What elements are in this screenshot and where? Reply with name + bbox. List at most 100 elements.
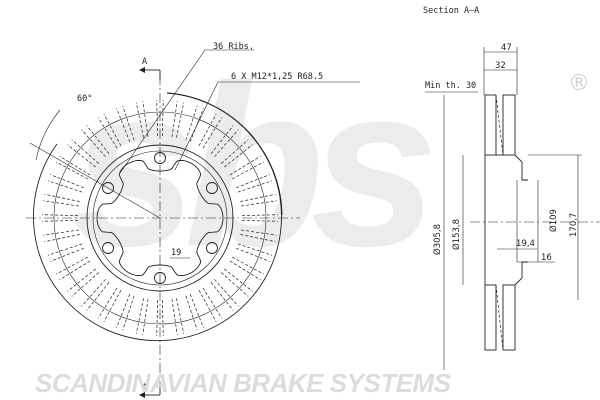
rib-line <box>103 114 122 147</box>
rib-line <box>135 298 144 334</box>
hat-profile-top <box>514 154 528 181</box>
rib-line <box>189 108 204 142</box>
rib-line <box>44 234 80 243</box>
rib-line <box>198 289 217 322</box>
dim-disc-thickness: 32 <box>495 61 506 71</box>
rib-line <box>56 161 89 180</box>
section-arrow-bottom-head <box>139 392 145 398</box>
hat-profile-bottom <box>514 261 528 286</box>
rib-line <box>221 272 249 297</box>
rib-group <box>42 100 278 336</box>
rib-line <box>241 229 277 236</box>
rib-line <box>43 200 79 207</box>
rib-line <box>71 139 99 164</box>
rib-line <box>236 174 270 189</box>
hub-star-outline <box>96 159 224 277</box>
disc-plate-outer-top <box>484 94 497 156</box>
disc-plate-inner-bottom <box>502 284 516 351</box>
rib-line <box>86 282 110 311</box>
inner-dim-label: 19 <box>171 248 181 258</box>
rib-line <box>176 102 185 138</box>
rib-line <box>210 282 234 311</box>
angle-leg <box>29 142 161 219</box>
bolt-label: 6 X M12*1,25 R68.5 <box>231 72 323 82</box>
rib-line <box>229 155 261 176</box>
rib-line <box>67 144 96 168</box>
rib-line <box>116 294 131 328</box>
angle-arc <box>35 109 61 161</box>
bolt-hole <box>102 242 114 254</box>
angle-label: 60° <box>77 94 92 104</box>
rib-line <box>214 279 239 307</box>
bolt-leader <box>174 81 360 171</box>
rib-line <box>81 129 106 157</box>
rib-line <box>103 289 122 322</box>
bolt-hole <box>206 182 218 194</box>
rib-line <box>56 256 89 275</box>
rib-line <box>116 108 131 142</box>
rib-line <box>229 260 261 281</box>
rib-line <box>202 287 223 319</box>
rib-line <box>161 299 164 336</box>
rib-line <box>241 200 277 207</box>
dim-overall-width: 47 <box>501 43 512 53</box>
dim-hat-diameter: Ø153,8 <box>451 219 462 250</box>
rib-line <box>156 299 159 336</box>
rib-line <box>142 299 149 335</box>
rib-line <box>241 219 278 222</box>
rib-line <box>97 117 118 149</box>
rib-line <box>171 101 178 137</box>
rib-line <box>81 279 106 307</box>
rib-line <box>185 295 198 331</box>
dim-offset: 19,4 <box>516 239 535 249</box>
dim-outer-diameter: Ø305,8 <box>432 224 443 255</box>
bolt-hole <box>206 242 218 254</box>
min-thickness-label: Min th. 30 <box>425 81 476 91</box>
rib-line <box>237 180 273 193</box>
rib-line <box>224 268 253 292</box>
rib-line <box>171 299 178 335</box>
rib-line <box>221 139 249 164</box>
rib-line <box>135 102 144 138</box>
rib-line <box>189 294 204 328</box>
rib-line <box>231 161 264 180</box>
bolt-hole <box>154 272 166 284</box>
ribs-leader <box>119 49 254 174</box>
rib-line <box>198 114 217 147</box>
rib-line <box>42 219 79 222</box>
rib-line <box>59 260 91 281</box>
rib-line <box>185 105 198 141</box>
rib-line <box>161 100 164 137</box>
watermark-logo: sbs <box>70 37 431 294</box>
section-title: Section A–A <box>423 6 479 16</box>
rib-line <box>44 193 80 202</box>
rib-line <box>67 268 96 292</box>
rib-line <box>210 125 234 154</box>
dim-center-bore: Ø109 <box>548 209 559 232</box>
rib-line <box>122 105 135 141</box>
rib-line <box>236 247 270 262</box>
vent-rib-top <box>495 94 504 156</box>
registered-mark: ® <box>568 71 590 96</box>
dim-flange: 16 <box>541 253 552 263</box>
rib-line <box>240 193 276 202</box>
section-view: Section A–A Min th. 30 47 32 Ø305,8 Ø153… <box>423 6 600 370</box>
rib-line <box>237 243 273 256</box>
rib-line <box>50 247 84 262</box>
rib-line <box>59 155 91 176</box>
vent-rib-bottom <box>495 284 504 351</box>
rib-line <box>156 100 159 137</box>
bolt-hole-group <box>102 152 218 284</box>
rib-line <box>122 295 135 331</box>
rib-line <box>142 101 149 137</box>
rib-line <box>86 125 110 154</box>
front-view: A A 60° 36 Ribs. 6 X M12*1,25 R68.5 19 <box>26 42 360 398</box>
section-arrow-top-head <box>139 67 145 73</box>
rib-line <box>214 129 239 157</box>
bolt-hole <box>102 182 114 194</box>
rib-line <box>50 174 84 189</box>
rib-line <box>47 243 83 256</box>
ribs-label: 36 Ribs. <box>213 42 254 52</box>
disc-outer-edge-top <box>166 92 283 216</box>
